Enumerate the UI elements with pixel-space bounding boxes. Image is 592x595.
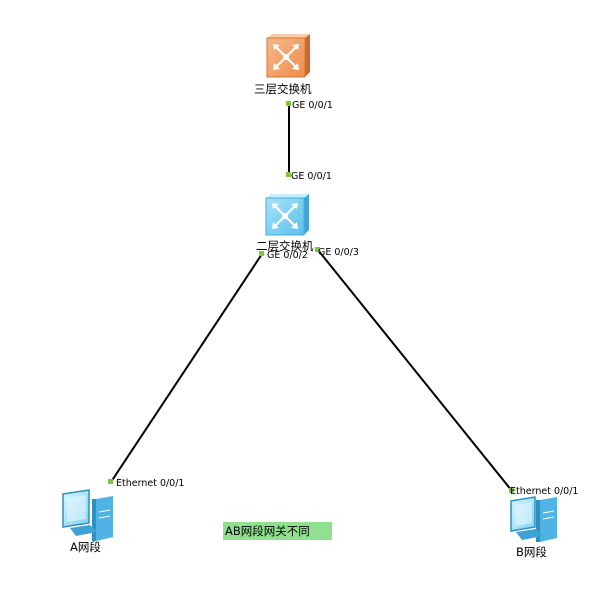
- port-dot[interactable]: [315, 247, 320, 252]
- port-dot[interactable]: [509, 488, 514, 493]
- port-dot[interactable]: [108, 479, 113, 484]
- pc-icon: [62, 489, 113, 541]
- pc-a-label: A网段: [70, 540, 101, 554]
- port-label-pc-b-eth001: Ethernet 0/0/1: [510, 486, 578, 497]
- pc-b-node[interactable]: B网段: [510, 496, 557, 559]
- links: [110, 104, 513, 492]
- port-labels: GE 0/0/1 GE 0/0/1 GE 0/0/2 Ethernet 0/0/…: [116, 100, 578, 497]
- link-access-to-pc-a[interactable]: [110, 253, 263, 483]
- port-label-access-ge002: GE 0/0/2: [267, 250, 308, 261]
- port-label-access-ge003: GE 0/0/3: [318, 247, 359, 258]
- port-label-access-ge001: GE 0/0/1: [291, 171, 332, 182]
- core-switch-node[interactable]: 三层交换机: [254, 34, 312, 96]
- link-access-to-pc-b[interactable]: [317, 249, 513, 492]
- core-switch-label: 三层交换机: [254, 82, 312, 96]
- layer2-switch-icon: [265, 194, 309, 236]
- pc-a-node[interactable]: A网段: [62, 489, 113, 554]
- pc-icon: [510, 496, 557, 542]
- note-text: AB网段网关不同: [225, 524, 310, 538]
- port-dot[interactable]: [286, 172, 291, 177]
- access-switch-label: 二层交换机: [256, 239, 314, 253]
- port-dot[interactable]: [259, 251, 264, 256]
- port-label-core-ge001: GE 0/0/1: [292, 100, 333, 111]
- port-label-pc-a-eth001: Ethernet 0/0/1: [116, 478, 184, 489]
- port-dots: [108, 101, 514, 493]
- port-dot[interactable]: [286, 101, 291, 106]
- note-background: [223, 522, 332, 540]
- layer3-switch-icon: [266, 34, 310, 78]
- note-box[interactable]: AB网段网关不同: [223, 522, 332, 540]
- access-switch-node[interactable]: 二层交换机: [256, 194, 314, 253]
- pc-b-label: B网段: [516, 545, 547, 559]
